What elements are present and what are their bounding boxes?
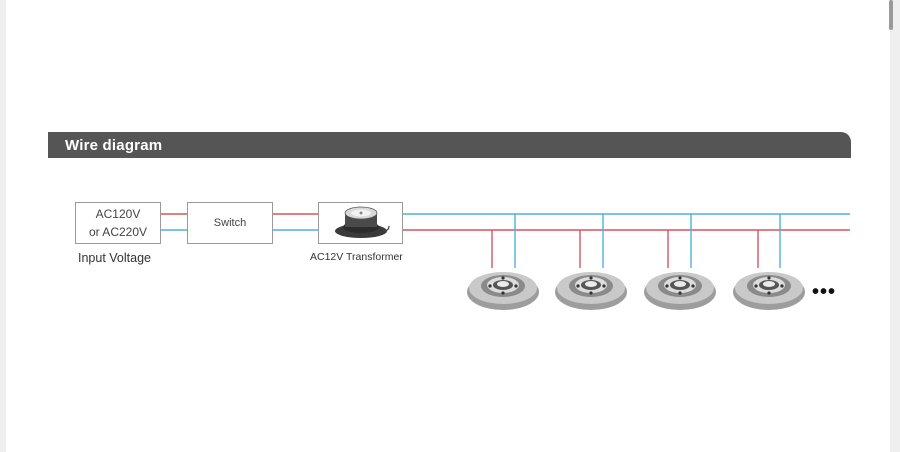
- transformer-icon: [334, 206, 390, 238]
- transformer-box: [318, 202, 403, 244]
- light-fixture-2-icon: [555, 272, 627, 310]
- input-voltage-box: AC120V or AC220V: [75, 202, 161, 244]
- switch-label: Switch: [213, 217, 247, 229]
- input-voltage-caption: Input Voltage: [78, 251, 151, 265]
- light-fixture-4-icon: [733, 272, 805, 310]
- light-fixture-3-icon: [644, 272, 716, 310]
- continuation-dots: •••: [812, 281, 837, 303]
- input-voltage-line2: or AC220V: [88, 225, 148, 239]
- scrollbar-thumb[interactable]: [889, 0, 893, 30]
- light-fixture-1-icon: [467, 272, 539, 310]
- transformer-caption: AC12V Transformer: [310, 251, 403, 263]
- input-voltage-line1: AC120V: [95, 207, 141, 221]
- section-title: Wire diagram: [65, 137, 163, 154]
- switch-box: Switch: [187, 202, 273, 244]
- section-header-bar: Wire diagram: [48, 132, 851, 158]
